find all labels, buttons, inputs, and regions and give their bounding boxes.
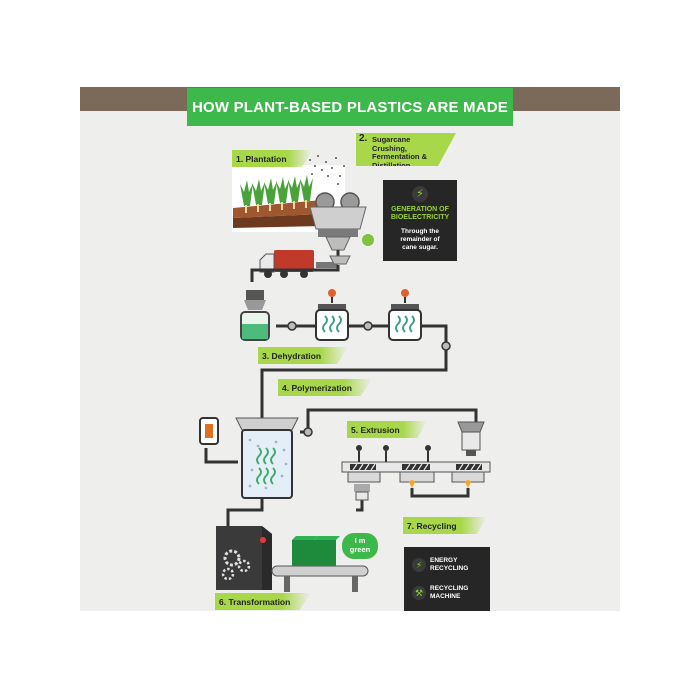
tools-icon: ⚒ (412, 586, 426, 600)
step-4-label: 4. Polymerization (278, 379, 372, 396)
recycling-box: ⚡ ENERGY RECYCLING ⚒ RECYCLING MACHINE (404, 547, 490, 611)
step-2-label: 2. Sugarcane Crushing, Fermentation & Di… (356, 133, 456, 166)
crusher-machine (309, 192, 374, 260)
step-1-label: 1. Plantation (232, 150, 312, 167)
page-title: HOW PLANT-BASED PLASTICS ARE MADE (187, 88, 513, 126)
green-speech-bubble: I m green (342, 533, 378, 559)
polymerization-reactor (199, 417, 299, 499)
bioelectricity-box: ⚡ GENERATION OF BIOELECTRICITY Through t… (383, 180, 457, 261)
recycling-item-energy: ⚡ ENERGY RECYCLING (412, 557, 490, 573)
dehydration-tanks (240, 289, 422, 341)
bioelectricity-text: Through the remainder of cane sugar. (400, 228, 440, 251)
recycling-item-label: ENERGY RECYCLING (430, 557, 469, 572)
plantation-field (232, 155, 345, 232)
step-7-label: 7. Recycling (403, 517, 487, 534)
lightning-icon: ⚡ (412, 558, 426, 572)
step-3-label: 3. Dehydration (258, 347, 348, 364)
step-6-label: 6. Transformation (215, 593, 311, 610)
truck (259, 250, 351, 278)
lightning-icon: ⚡ (412, 186, 428, 202)
recycling-item-label: RECYCLING MACHINE (430, 585, 469, 600)
step-2-text: Sugarcane Crushing, Fermentation & Disti… (372, 135, 428, 170)
step-5-label: 5. Extrusion (347, 421, 427, 438)
step-2-number: 2. (359, 133, 368, 144)
bioelectricity-heading: GENERATION OF BIOELECTRICITY (390, 206, 450, 221)
pipeline (204, 265, 478, 538)
pipe-valves (287, 321, 451, 437)
infographic-panel (80, 87, 620, 611)
recycling-item-machine: ⚒ RECYCLING MACHINE (412, 585, 490, 601)
extrusion-line (341, 421, 491, 501)
transformation-machine (216, 526, 369, 592)
